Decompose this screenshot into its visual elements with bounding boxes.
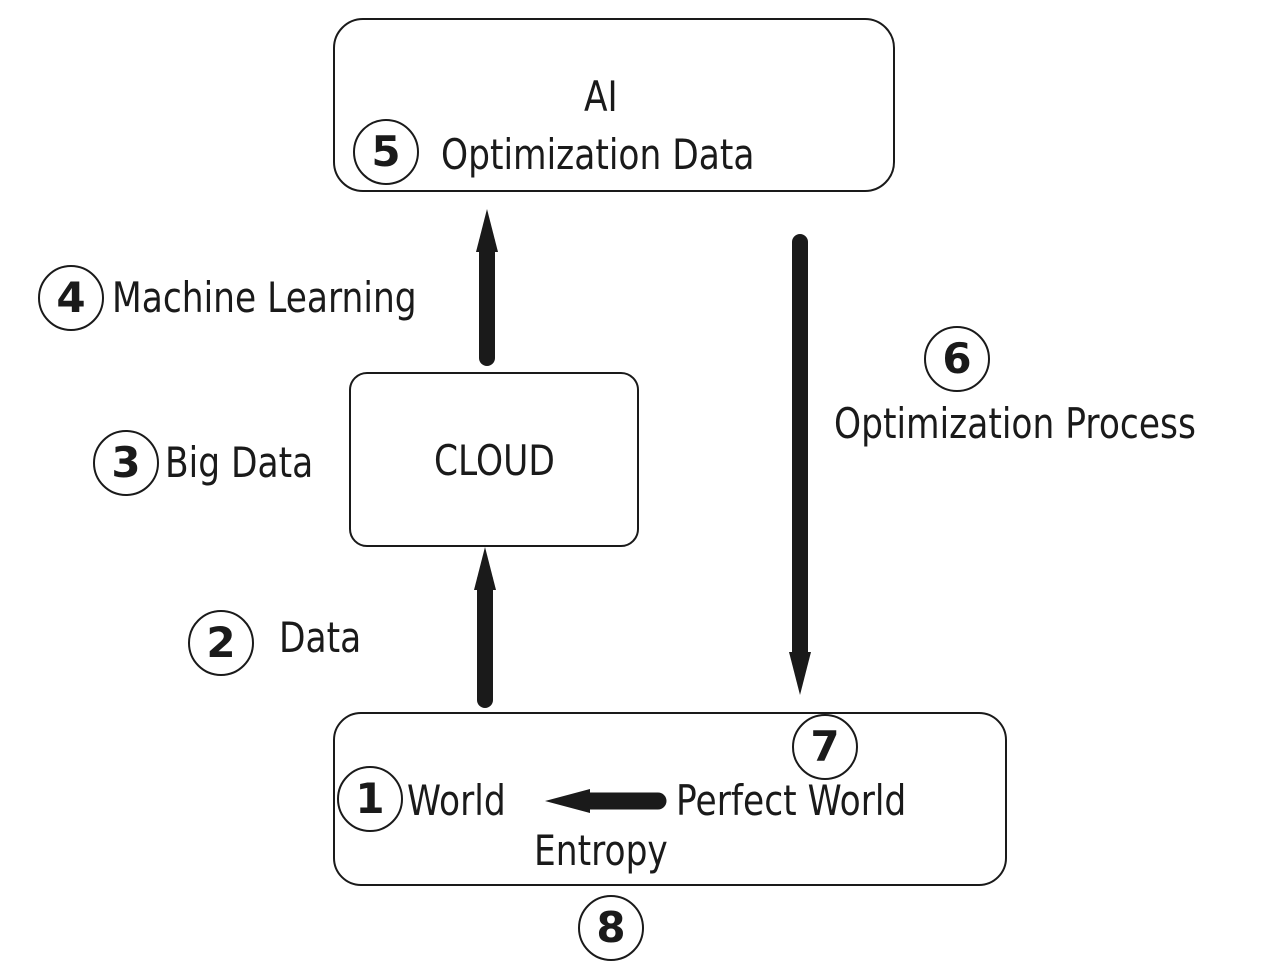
cloud-title: CLOUD bbox=[434, 436, 555, 485]
step-5-badge: 5 bbox=[353, 119, 419, 185]
step-6-badge: 6 bbox=[924, 326, 990, 392]
step-2-badge: 2 bbox=[188, 610, 254, 676]
world-box bbox=[333, 712, 1007, 886]
optimization-process-label: Optimization Process bbox=[834, 399, 1196, 448]
perfect-world-label: Perfect World bbox=[676, 776, 907, 825]
cloud-box bbox=[349, 372, 639, 547]
data-arrow bbox=[474, 547, 496, 708]
machine-learning-label: Machine Learning bbox=[112, 273, 417, 322]
big-data-label: Big Data bbox=[165, 438, 314, 487]
data-label: Data bbox=[279, 613, 362, 662]
entropy-arrow bbox=[545, 789, 667, 813]
step-4-badge: 4 bbox=[38, 265, 104, 331]
world-label: World bbox=[407, 776, 506, 825]
step-8-badge: 8 bbox=[578, 895, 644, 961]
ai-box bbox=[333, 18, 895, 192]
ai-title: AI bbox=[584, 72, 618, 121]
step-7-badge: 7 bbox=[792, 714, 858, 780]
ai-subtitle: Optimization Data bbox=[441, 130, 755, 179]
machine-learning-arrow bbox=[476, 209, 498, 366]
entropy-label: Entropy bbox=[534, 826, 668, 875]
step-1-badge: 1 bbox=[337, 766, 403, 832]
optimization-process-arrow bbox=[789, 234, 811, 695]
step-3-badge: 3 bbox=[93, 430, 159, 496]
